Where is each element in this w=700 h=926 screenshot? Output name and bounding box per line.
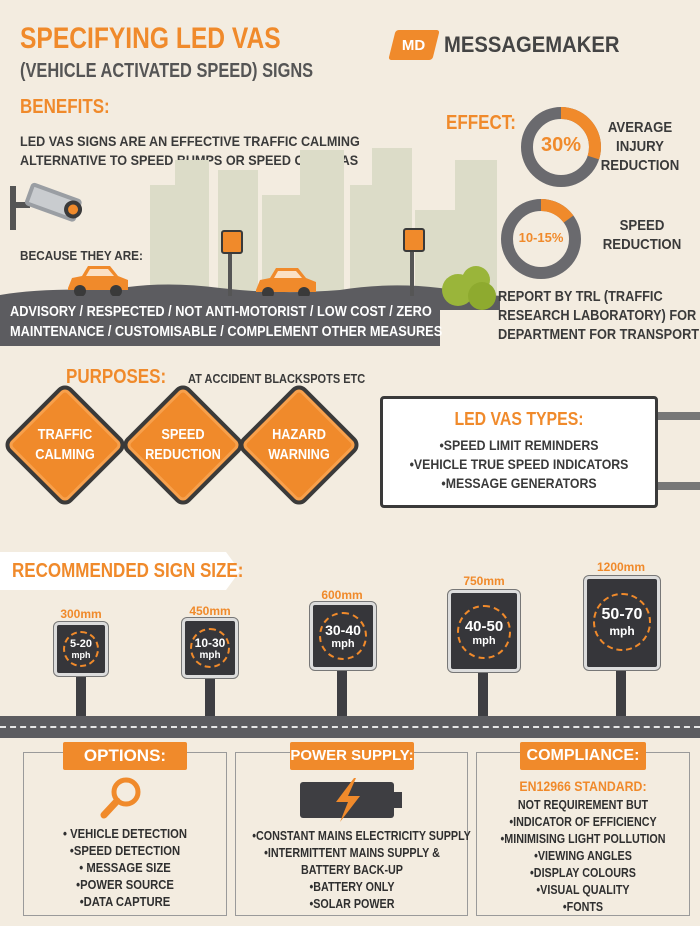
roadside-sign-icon — [221, 230, 243, 254]
types-bracket — [656, 482, 700, 490]
sign-size-label: 1200mm — [596, 560, 646, 574]
purposes-header: PURPOSES: AT ACCIDENT BLACKSPOTS ETC — [66, 366, 390, 389]
compliance-standard: EN12966 STANDARD: — [519, 778, 647, 794]
options-heading: OPTIONS: — [63, 742, 187, 770]
logo-mark-icon: MD — [388, 30, 440, 60]
power-list: •CONSTANT MAINS ELECTRICITY SUPPLY •INTE… — [252, 829, 471, 911]
roadside-sign-icon — [403, 228, 425, 252]
types-heading: LED VAS TYPES: — [454, 409, 584, 429]
sign-size-label: 450mm — [189, 604, 231, 618]
types-panel: LED VAS TYPES: •SPEED LIMIT REMINDERS •V… — [380, 396, 658, 508]
power-heading: POWER SUPPLY: — [290, 742, 414, 770]
car-icon — [68, 266, 128, 297]
purposes-heading: PURPOSES: — [66, 366, 167, 388]
sizes-heading: RECOMMENDED SIGN SIZE: — [12, 560, 244, 582]
logo-text: MESSAGEMAKER — [444, 32, 620, 57]
types-bracket — [656, 412, 700, 420]
effect-value-injury: 30% — [540, 134, 582, 156]
types-list: •SPEED LIMIT REMINDERS •VEHICLE TRUE SPE… — [409, 437, 629, 491]
brand-logo: MD MESSAGEMAKER — [388, 30, 635, 60]
effect-ring-speed — [501, 199, 581, 279]
effect-source: REPORT BY TRL (TRAFFIC RESEARCH LABORATO… — [498, 289, 700, 343]
benefits-heading: BENEFITS: — [20, 96, 110, 118]
sign-size-label: 600mm — [321, 588, 363, 602]
sizes-banner — [0, 552, 240, 590]
compliance-list: NOT REQUIREMENT BUT •INDICATOR OF EFFICI… — [500, 798, 666, 914]
magnifier-icon — [100, 777, 141, 819]
effect-ring-injury — [521, 107, 601, 187]
page-title: SPECIFYING LED VAS — [20, 22, 281, 55]
tree-icon — [442, 266, 496, 310]
sign-size-label: 750mm — [463, 574, 505, 588]
because-label: BECAUSE THEY ARE: — [20, 248, 143, 263]
purposes-note: AT ACCIDENT BLACKSPOTS ETC — [188, 372, 366, 386]
effect-label-speed: SPEED REDUCTION — [602, 217, 682, 253]
effect-value-speed: 10-15% — [518, 230, 564, 245]
battery-lightning-icon — [300, 778, 402, 822]
effect-label-injury: AVERAGE INJURY REDUCTION — [600, 119, 680, 174]
page-subtitle: (VEHICLE ACTIVATED SPEED) SIGNS — [20, 60, 314, 82]
speed-camera-icon — [10, 182, 83, 230]
benefits-list: ADVISORY / RESPECTED / NOT ANTI-MOTORIST… — [10, 304, 443, 340]
options-list: • VEHICLE DETECTION •SPEED DETECTION • M… — [63, 827, 187, 909]
compliance-heading: COMPLIANCE: — [520, 742, 646, 770]
effect-heading: EFFECT: — [446, 112, 516, 134]
road-lane-marking — [0, 726, 700, 728]
benefits-road — [0, 296, 440, 346]
sign-size-label: 300mm — [60, 607, 102, 621]
